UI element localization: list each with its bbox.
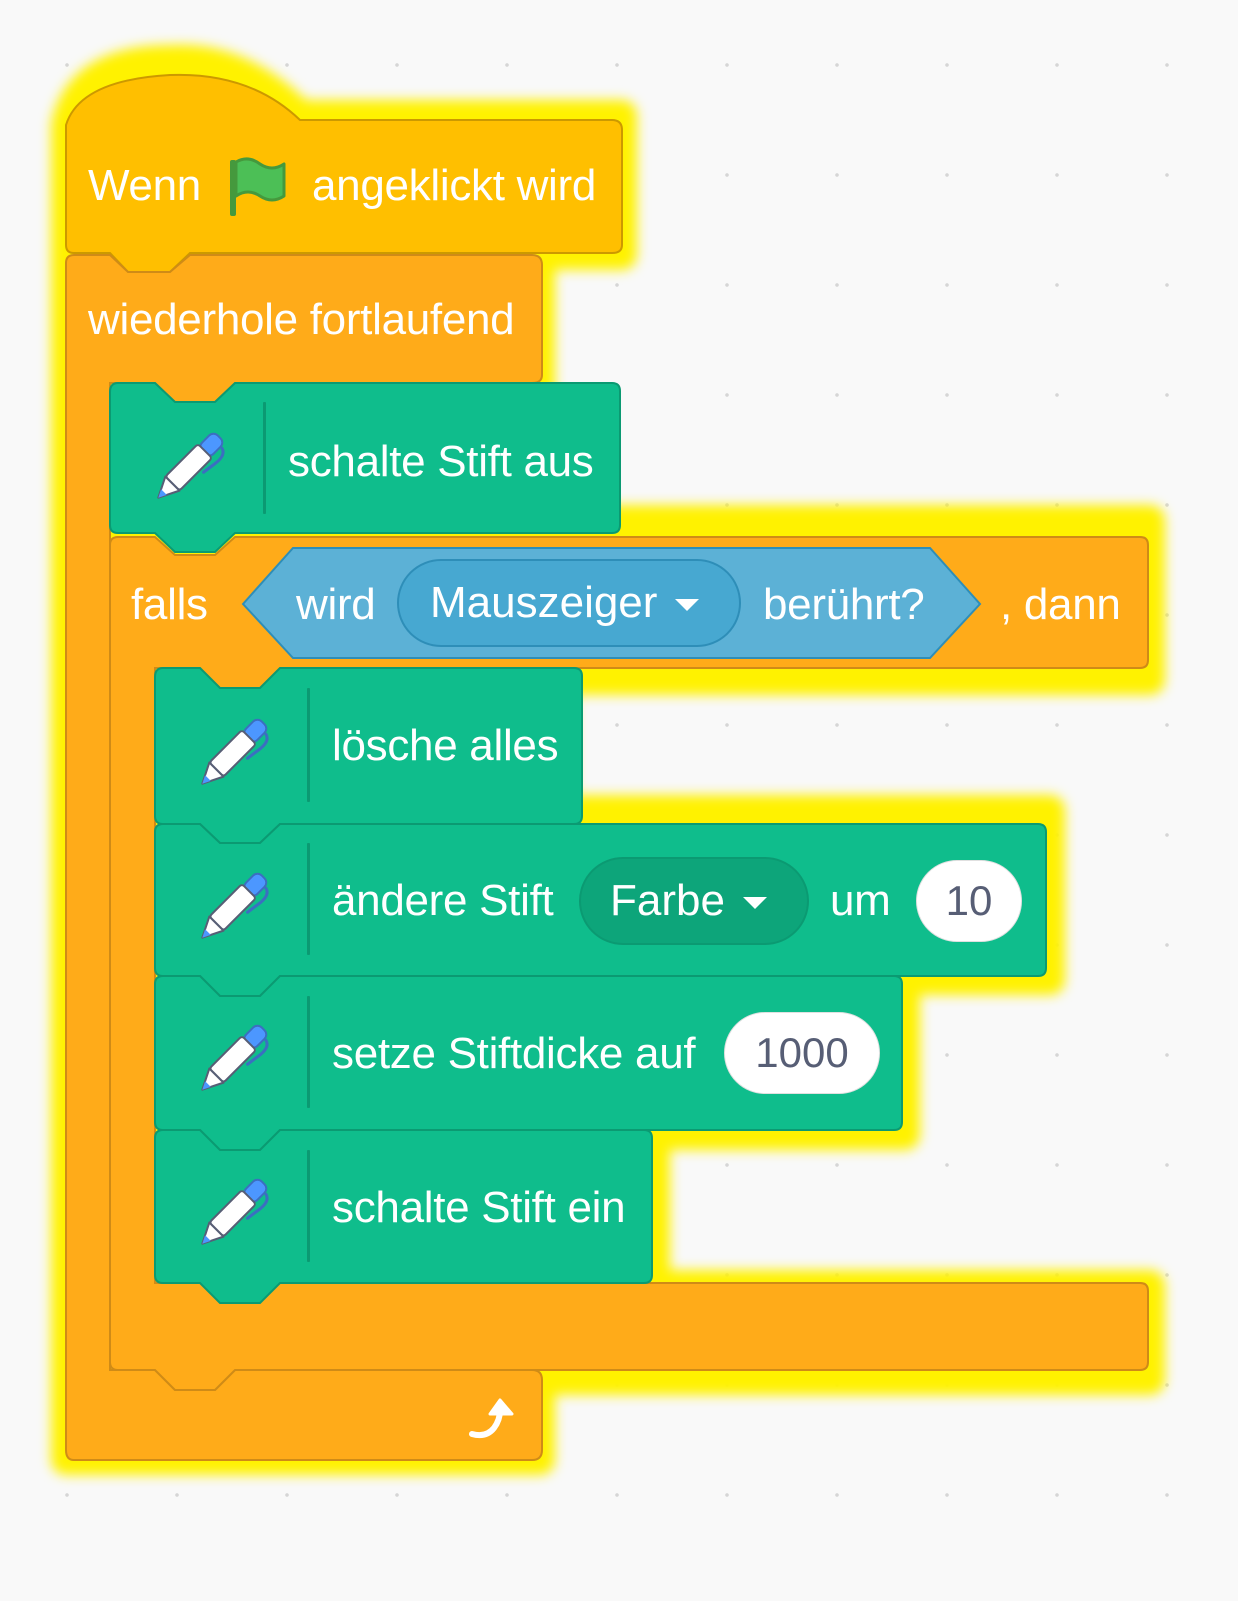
- touching-object-dropdown[interactable]: Mauszeiger: [400, 562, 738, 644]
- change-pen-divider: [307, 843, 310, 955]
- change-pen-label-middle: um: [830, 876, 891, 925]
- forever-block-label: wiederhole fortlaufend: [88, 295, 515, 344]
- pen-icon: [201, 1178, 269, 1245]
- pen-up-block-shape: [109, 382, 621, 553]
- touching-label-suffix: berührt?: [763, 580, 925, 629]
- pen-param-dropdown-shape: [579, 857, 809, 945]
- pen-down-label: schalte Stift ein: [332, 1183, 626, 1232]
- touching-object-value: Mauszeiger: [430, 578, 658, 627]
- pen-down-divider: [307, 1150, 310, 1262]
- pen-up-divider: [263, 402, 266, 514]
- pen-down-block-shape: [154, 1129, 653, 1304]
- pen-up-label: schalte Stift aus: [288, 437, 594, 486]
- hat-block-shape: [65, 73, 623, 273]
- pen-param-dropdown[interactable]: Farbe: [582, 860, 806, 942]
- chevron-down-icon: [675, 599, 700, 611]
- pen-size-input[interactable]: 1000: [724, 1012, 880, 1094]
- clear-divider: [307, 688, 310, 802]
- touching-dropdown-shape: [397, 559, 741, 647]
- if-label-prefix: falls: [131, 580, 208, 629]
- pen-icon: [201, 718, 269, 785]
- clear-label: lösche alles: [332, 721, 559, 770]
- touching-label-prefix: wird: [296, 580, 376, 629]
- pen-icon: [201, 872, 269, 939]
- set-size-label: setze Stiftdicke auf: [332, 1029, 696, 1078]
- set-size-divider: [307, 996, 310, 1108]
- if-label-suffix: , dann: [1000, 580, 1121, 629]
- repeat-arrow-icon: [469, 1398, 514, 1439]
- hat-block-label-prefix: Wenn: [88, 161, 201, 210]
- pen-icon: [157, 432, 225, 499]
- change-pen-label-prefix: ändere Stift: [332, 876, 554, 925]
- chevron-down-icon: [742, 897, 767, 909]
- pen-param-value: Farbe: [610, 876, 725, 925]
- pen-icon: [201, 1024, 269, 1091]
- green-flag-icon: [230, 157, 286, 216]
- hat-block-label-suffix: angeklickt wird: [312, 161, 597, 210]
- change-amount-input[interactable]: 10: [916, 860, 1022, 942]
